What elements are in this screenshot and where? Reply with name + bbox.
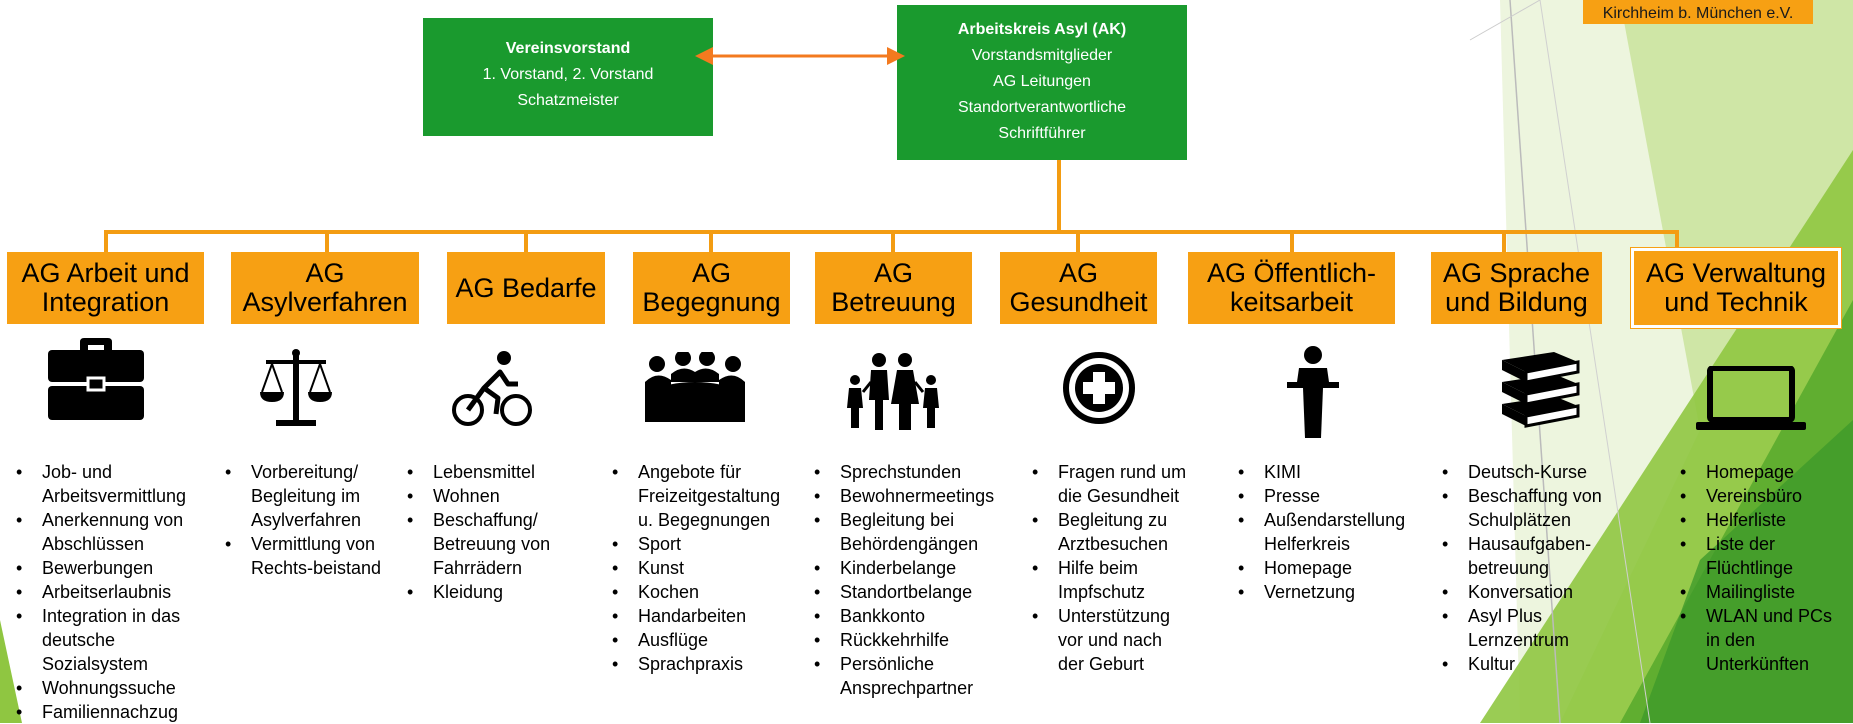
trunk-line	[1057, 160, 1061, 234]
list-item: Unterstützung vor und nach der Geburt	[1032, 604, 1192, 676]
list-item: Liste der Flüchtlinge	[1680, 532, 1848, 580]
branch-line	[891, 230, 895, 252]
ag-header: AG Öffentlich-keitsarbeit	[1188, 252, 1395, 324]
logo-text: Kirchheim b. München e.V.	[1583, 0, 1813, 24]
list-item: Deutsch-Kurse	[1442, 460, 1622, 484]
list-item: Konversation	[1442, 580, 1622, 604]
list-item: Sport	[612, 532, 800, 556]
list-item: Fragen rund um die Gesundheit	[1032, 460, 1192, 508]
list-item: Vermittlung von Rechts-beistand	[225, 532, 405, 580]
ak-line: AG Leitungen	[993, 73, 1091, 90]
list-item: Homepage	[1238, 556, 1428, 580]
branch-line	[1675, 230, 1679, 252]
branch-line	[1290, 230, 1294, 252]
list-item: Begleitung bei Behördengängen	[814, 508, 1014, 556]
ak-box: Arbeitskreis Asyl (AK) Vorstandsmitglied…	[897, 5, 1187, 160]
list-item: Bewerbungen	[16, 556, 216, 580]
list-item: Sprachpraxis	[612, 652, 800, 676]
list-item: Kleidung	[407, 580, 577, 604]
branch-line	[1502, 230, 1506, 252]
board-line: Schatzmeister	[517, 92, 619, 109]
list-item: Lebensmittel	[407, 460, 577, 484]
family-icon	[847, 353, 939, 430]
list-item: Job- und Arbeitsvermittlung	[16, 460, 216, 508]
list-item: Hilfe beim Impfschutz	[1032, 556, 1192, 604]
board-line: 1. Vorstand, 2. Vorstand	[482, 66, 654, 83]
list-item: Ausflüge	[612, 628, 800, 652]
list-item: Sprechstunden	[814, 460, 1014, 484]
list-item: Wohnen	[407, 484, 577, 508]
board-box: Vereinsvorstand 1. Vorstand, 2. Vorstand…	[423, 18, 713, 136]
board-title: Vereinsvorstand	[505, 40, 631, 57]
medical-cross-icon	[1063, 352, 1135, 424]
ak-line: Vorstandsmitglieder	[971, 47, 1113, 64]
ak-line: Standortverantwortliche	[957, 99, 1127, 116]
ag-item-list: Fragen rund um die Gesundheit Begleitung…	[1032, 460, 1192, 676]
double-arrow-connector	[695, 47, 905, 65]
list-item: Bankkonto	[814, 604, 1014, 628]
horizontal-connector	[104, 230, 1677, 234]
briefcase-icon	[48, 338, 144, 420]
list-item: Handarbeiten	[612, 604, 800, 628]
list-item: KIMI	[1238, 460, 1428, 484]
list-item: Beschaffung/ Betreuung von Fahrrädern	[407, 508, 577, 580]
branch-line	[104, 230, 108, 252]
branch-line	[1076, 230, 1080, 252]
ak-title: Arbeitskreis Asyl (AK)	[957, 21, 1127, 38]
ag-item-list: Homepage Vereinsbüro Helferliste Liste d…	[1680, 460, 1848, 676]
ag-item-list: Sprechstunden Bewohnermeetings Begleitun…	[814, 460, 1014, 700]
scales-icon	[260, 349, 332, 426]
branch-line	[524, 230, 528, 252]
bicycle-icon	[452, 351, 532, 426]
list-item: Kultur	[1442, 652, 1622, 676]
ag-item-list: Lebensmittel Wohnen Beschaffung/ Betreuu…	[407, 460, 577, 604]
list-item: Außendarstellung Helferkreis	[1238, 508, 1428, 556]
ag-header: AG Bedarfe	[447, 252, 605, 324]
meeting-icon	[645, 352, 745, 422]
speaker-podium-icon	[1287, 346, 1339, 438]
ag-item-list: Deutsch-Kurse Beschaffung von Schulplätz…	[1442, 460, 1622, 676]
list-item: Asyl Plus Lernzentrum	[1442, 604, 1622, 652]
list-item: Vernetzung	[1238, 580, 1428, 604]
list-item: Vereinsbüro	[1680, 484, 1848, 508]
ag-item-list: Angebote für Freizeitgestaltung u. Begeg…	[612, 460, 800, 676]
branch-line	[709, 230, 713, 252]
list-item: Wohnungssuche	[16, 676, 216, 700]
list-item: Kunst	[612, 556, 800, 580]
branch-line	[325, 230, 329, 252]
list-item: Kinderbelange	[814, 556, 1014, 580]
list-item: Anerkennung von Abschlüssen	[16, 508, 216, 556]
list-item: Standortbelange	[814, 580, 1014, 604]
list-item: Beschaffung von Schulplätzen	[1442, 484, 1622, 532]
list-item: Rückkehrhilfe	[814, 628, 1014, 652]
list-item: Persönliche Ansprechpartner	[814, 652, 1014, 700]
laptop-icon	[1696, 366, 1806, 430]
list-item: Integration in das deutsche Sozialsystem	[16, 604, 216, 676]
list-item: Homepage	[1680, 460, 1848, 484]
list-item: Begleitung zu Arztbesuchen	[1032, 508, 1192, 556]
list-item: Arbeitserlaubnis	[16, 580, 216, 604]
ag-item-list: KIMI Presse Außendarstellung Helferkreis…	[1238, 460, 1428, 604]
list-item: Mailingliste	[1680, 580, 1848, 604]
list-item: Hausaufgaben-betreuung	[1442, 532, 1622, 580]
list-item: WLAN und PCs in den Unterkünften	[1680, 604, 1848, 676]
list-item: Bewohnermeetings	[814, 484, 1014, 508]
list-item: Angebote für Freizeitgestaltung u. Begeg…	[612, 460, 800, 532]
list-item: Presse	[1238, 484, 1428, 508]
list-item: Helferliste	[1680, 508, 1848, 532]
ag-item-list: Job- und Arbeitsvermittlung Anerkennung …	[16, 460, 216, 724]
ag-item-list: Vorbereitung/ Begleitung im Asylverfahre…	[225, 460, 405, 580]
ak-line: Schriftführer	[998, 125, 1086, 142]
list-item: Familiennachzug	[16, 700, 216, 724]
books-icon	[1502, 352, 1580, 428]
list-item: Vorbereitung/ Begleitung im Asylverfahre…	[225, 460, 405, 532]
list-item: Kochen	[612, 580, 800, 604]
